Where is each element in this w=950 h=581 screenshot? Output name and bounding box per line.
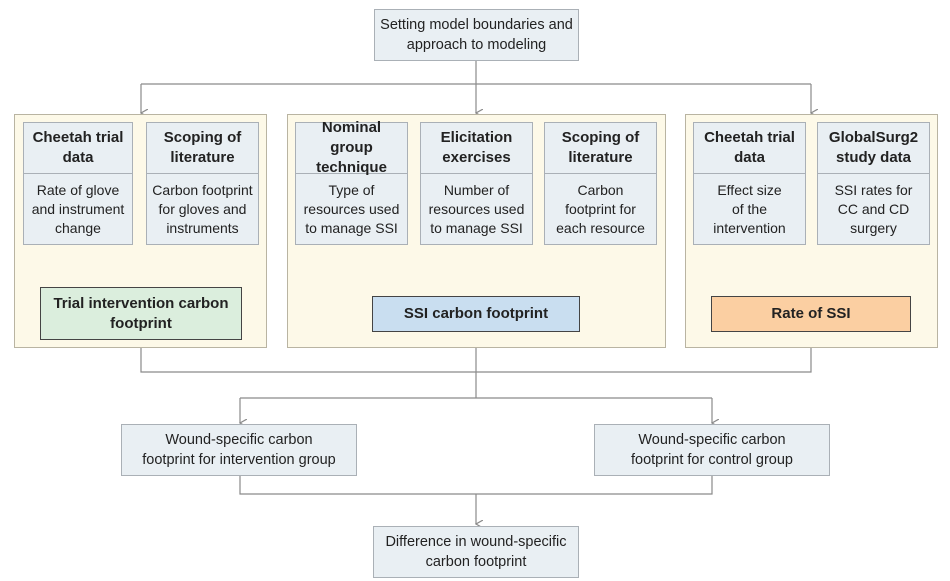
- card-scoping-literature-resources: Scoping of literature Carbon footprint f…: [544, 122, 657, 245]
- difference-footprint-text: Difference in wound-specific carbon foot…: [385, 534, 567, 570]
- card-cheetah-trial-effect: Cheetah trial data Effect size of the in…: [693, 122, 806, 245]
- card-nominal-group: Nominal group technique Type of resource…: [295, 119, 408, 245]
- card-title: Nominal group technique: [296, 119, 407, 176]
- card-body: SSI rates for CC and CD surgery: [834, 181, 913, 236]
- intervention-group-footprint-text: Wound-specific carbon footprint for inte…: [142, 432, 336, 468]
- card-body: Number of resources used to manage SSI: [428, 181, 525, 236]
- model-boundaries-box: Setting model boundaries and approach to…: [374, 9, 579, 61]
- control-group-footprint-text: Wound-specific carbon footprint for cont…: [630, 432, 793, 468]
- trial-intervention-output: Trial intervention carbon footprint: [40, 287, 242, 340]
- card-body: Carbon footprint for gloves and instrume…: [152, 181, 253, 236]
- card-elicitation-exercises: Elicitation exercises Number of resource…: [420, 122, 533, 245]
- difference-footprint: Difference in wound-specific carbon foot…: [373, 526, 579, 578]
- card-body: Carbon footprint for each resource: [556, 181, 645, 236]
- card-title: Elicitation exercises: [421, 123, 532, 174]
- trial-intervention-output-text: Trial intervention carbon footprint: [53, 294, 229, 332]
- rate-of-ssi-output: Rate of SSI: [711, 296, 911, 332]
- card-body: Rate of glove and instrument change: [31, 181, 125, 236]
- card-title: Cheetah trial data: [24, 123, 132, 174]
- card-body: Type of resources used to manage SSI: [303, 181, 400, 236]
- card-title: Cheetah trial data: [694, 123, 805, 174]
- ssi-carbon-output: SSI carbon footprint: [372, 296, 580, 332]
- intervention-group-footprint: Wound-specific carbon footprint for inte…: [121, 424, 357, 476]
- connector-results-merge: [239, 476, 713, 495]
- ssi-carbon-output-text: SSI carbon footprint: [403, 305, 549, 322]
- card-cheetah-trial-glove: Cheetah trial data Rate of glove and ins…: [23, 122, 133, 245]
- card-scoping-literature-gloves: Scoping of literature Carbon footprint f…: [146, 122, 259, 245]
- model-boundaries-text: Setting model boundaries and approach to…: [380, 17, 573, 53]
- card-globalsurg2: GlobalSurg2 study data SSI rates for CC …: [817, 122, 930, 245]
- rate-of-ssi-output-text: Rate of SSI: [771, 305, 851, 322]
- card-body: Effect size of the intervention: [713, 181, 786, 236]
- card-title: GlobalSurg2 study data: [818, 123, 929, 174]
- control-group-footprint: Wound-specific carbon footprint for cont…: [594, 424, 830, 476]
- card-title: Scoping of literature: [545, 123, 656, 174]
- card-title: Scoping of literature: [147, 123, 258, 174]
